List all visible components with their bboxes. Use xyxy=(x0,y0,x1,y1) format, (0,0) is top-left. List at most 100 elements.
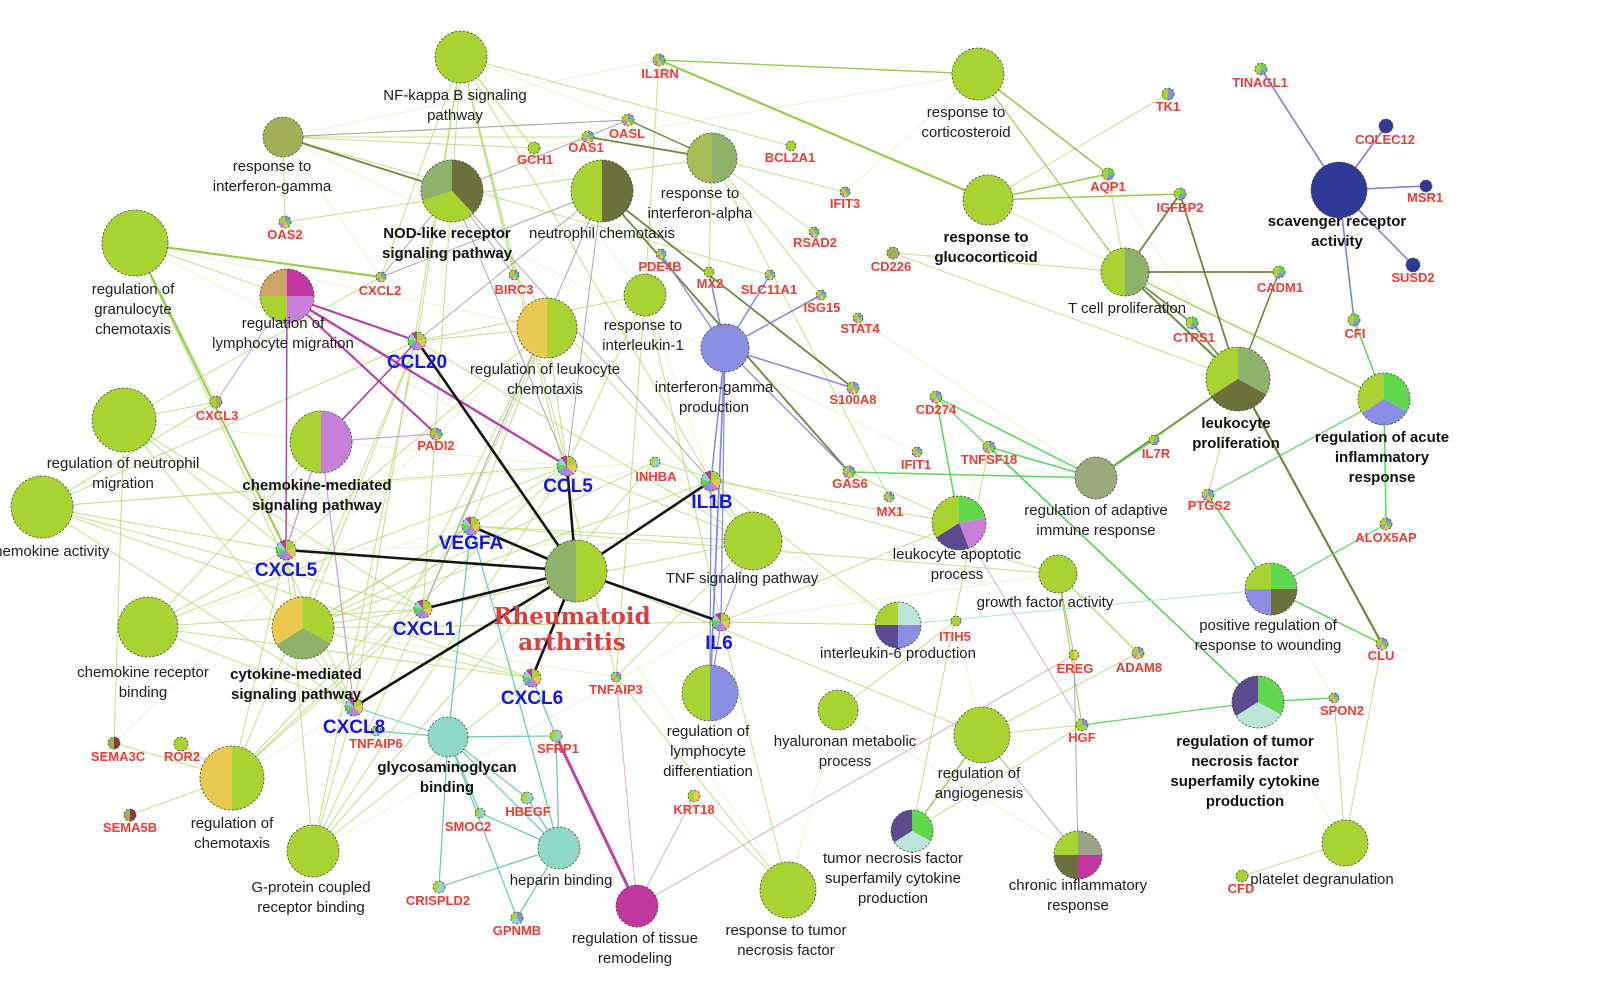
node-gpcr[interactable] xyxy=(286,824,340,878)
node-sema5b[interactable] xyxy=(123,808,137,822)
node-tissueremodel[interactable] xyxy=(615,884,659,928)
node-vegfa[interactable] xyxy=(461,516,481,536)
node-gch1[interactable] xyxy=(527,141,541,155)
node-ror2[interactable] xyxy=(173,736,189,752)
node-cd274[interactable] xyxy=(929,390,943,404)
node-spon2[interactable] xyxy=(1328,692,1340,704)
node-respifng[interactable] xyxy=(262,116,304,158)
node-smoc2[interactable] xyxy=(474,807,486,819)
node-cfi[interactable] xyxy=(1347,313,1361,327)
node-bcl2a1[interactable] xyxy=(785,140,797,152)
node-cxcl3[interactable] xyxy=(209,395,223,409)
node-ifngprod[interactable] xyxy=(700,323,750,373)
node-rsad2[interactable] xyxy=(808,226,820,238)
node-isg15[interactable] xyxy=(815,289,827,301)
node-heparin[interactable] xyxy=(537,826,581,870)
node-regangio[interactable] xyxy=(953,706,1011,764)
node-reglymmig[interactable] xyxy=(259,268,315,324)
node-platelet[interactable] xyxy=(1321,819,1369,867)
node-acuteinfl[interactable] xyxy=(1357,372,1411,426)
node-mx2[interactable] xyxy=(703,266,715,278)
node-cd226[interactable] xyxy=(886,246,900,260)
node-hgf[interactable] xyxy=(1075,718,1089,732)
node-respgluco[interactable] xyxy=(962,174,1014,226)
node-tnfsig[interactable] xyxy=(723,511,783,571)
node-granchem[interactable] xyxy=(101,209,169,277)
node-gas6[interactable] xyxy=(842,465,856,479)
node-il6prod[interactable] xyxy=(874,601,922,649)
node-tnfaip6[interactable] xyxy=(370,725,382,737)
node-ptgs2[interactable] xyxy=(1201,488,1215,502)
node-ifit3[interactable] xyxy=(839,186,851,198)
node-reglymdiff[interactable] xyxy=(681,664,739,722)
node-cxcl2[interactable] xyxy=(375,271,387,283)
node-glyco[interactable] xyxy=(427,716,469,758)
node-il1rn[interactable] xyxy=(652,53,666,67)
node-stat4[interactable] xyxy=(852,312,864,324)
node-ccl5[interactable] xyxy=(556,455,578,477)
node-adaptimm[interactable] xyxy=(1074,456,1118,500)
node-inhba[interactable] xyxy=(649,456,661,468)
node-leukapop[interactable] xyxy=(931,495,987,551)
node-sema3c[interactable] xyxy=(107,736,121,750)
node-hbegf[interactable] xyxy=(520,791,534,805)
node-ifna[interactable] xyxy=(686,132,738,184)
node-oas2[interactable] xyxy=(278,215,292,229)
node-susd2[interactable] xyxy=(1405,257,1421,273)
node-gpnmb[interactable] xyxy=(510,911,524,925)
node-cxcl8[interactable] xyxy=(344,697,364,717)
node-cxcl5[interactable] xyxy=(275,539,297,561)
node-poswounding[interactable] xyxy=(1244,562,1298,616)
node-respil1[interactable] xyxy=(623,273,667,317)
node-chemoact[interactable] xyxy=(10,475,74,539)
node-crispld2[interactable] xyxy=(432,880,446,894)
node-scav[interactable] xyxy=(1310,161,1368,219)
node-slc11a1[interactable] xyxy=(764,269,776,281)
node-itih5[interactable] xyxy=(950,615,962,627)
node-tcell[interactable] xyxy=(1100,247,1150,297)
node-neutchem[interactable] xyxy=(570,159,634,223)
node-chronic[interactable] xyxy=(1053,830,1103,880)
node-padi2[interactable] xyxy=(429,427,443,441)
node-ereg[interactable] xyxy=(1068,649,1080,661)
node-cfd[interactable] xyxy=(1235,869,1249,883)
node-regchemotaxis[interactable] xyxy=(199,745,265,811)
node-pde4b[interactable] xyxy=(655,248,667,260)
node-msr1[interactable] xyxy=(1419,179,1433,193)
node-leukprolif[interactable] xyxy=(1205,346,1271,412)
node-tk1[interactable] xyxy=(1161,87,1175,101)
node-clu[interactable] xyxy=(1375,637,1389,651)
node-birc3[interactable] xyxy=(508,269,520,281)
node-resptnf[interactable] xyxy=(759,861,817,919)
node-alox5ap[interactable] xyxy=(1379,517,1393,531)
node-ctps1[interactable] xyxy=(1185,316,1199,330)
node-oas1[interactable] xyxy=(581,130,595,144)
node-il6[interactable] xyxy=(711,612,731,632)
node-regleukchem[interactable] xyxy=(516,297,578,359)
node-tnfsupprod[interactable] xyxy=(890,809,934,853)
node-cadm1[interactable] xyxy=(1272,265,1286,279)
node-ra[interactable] xyxy=(544,539,608,603)
node-cxcl6[interactable] xyxy=(522,668,542,688)
node-krt18[interactable] xyxy=(687,789,701,803)
node-nodlike[interactable] xyxy=(420,159,484,223)
node-sfrp1[interactable] xyxy=(549,729,563,743)
node-respcort[interactable] xyxy=(951,47,1005,101)
node-s100a8[interactable] xyxy=(846,381,860,395)
node-cxcl1[interactable] xyxy=(413,599,433,619)
node-tnfsf18[interactable] xyxy=(982,440,996,454)
node-nfkb[interactable] xyxy=(434,30,488,84)
node-oasl[interactable] xyxy=(621,113,635,127)
node-adam8[interactable] xyxy=(1131,646,1145,660)
node-igfbp2[interactable] xyxy=(1173,187,1187,201)
node-tnfaip3[interactable] xyxy=(610,671,622,683)
node-chemorecbind[interactable] xyxy=(117,596,179,658)
node-il1b[interactable] xyxy=(700,470,722,492)
node-il7r[interactable] xyxy=(1148,434,1160,446)
node-growth[interactable] xyxy=(1038,554,1078,594)
node-aqp1[interactable] xyxy=(1101,167,1115,181)
node-ifit1[interactable] xyxy=(911,446,923,458)
node-mx1[interactable] xyxy=(883,491,895,503)
node-ccl20[interactable] xyxy=(407,331,427,351)
node-hyaluronan[interactable] xyxy=(817,689,859,731)
